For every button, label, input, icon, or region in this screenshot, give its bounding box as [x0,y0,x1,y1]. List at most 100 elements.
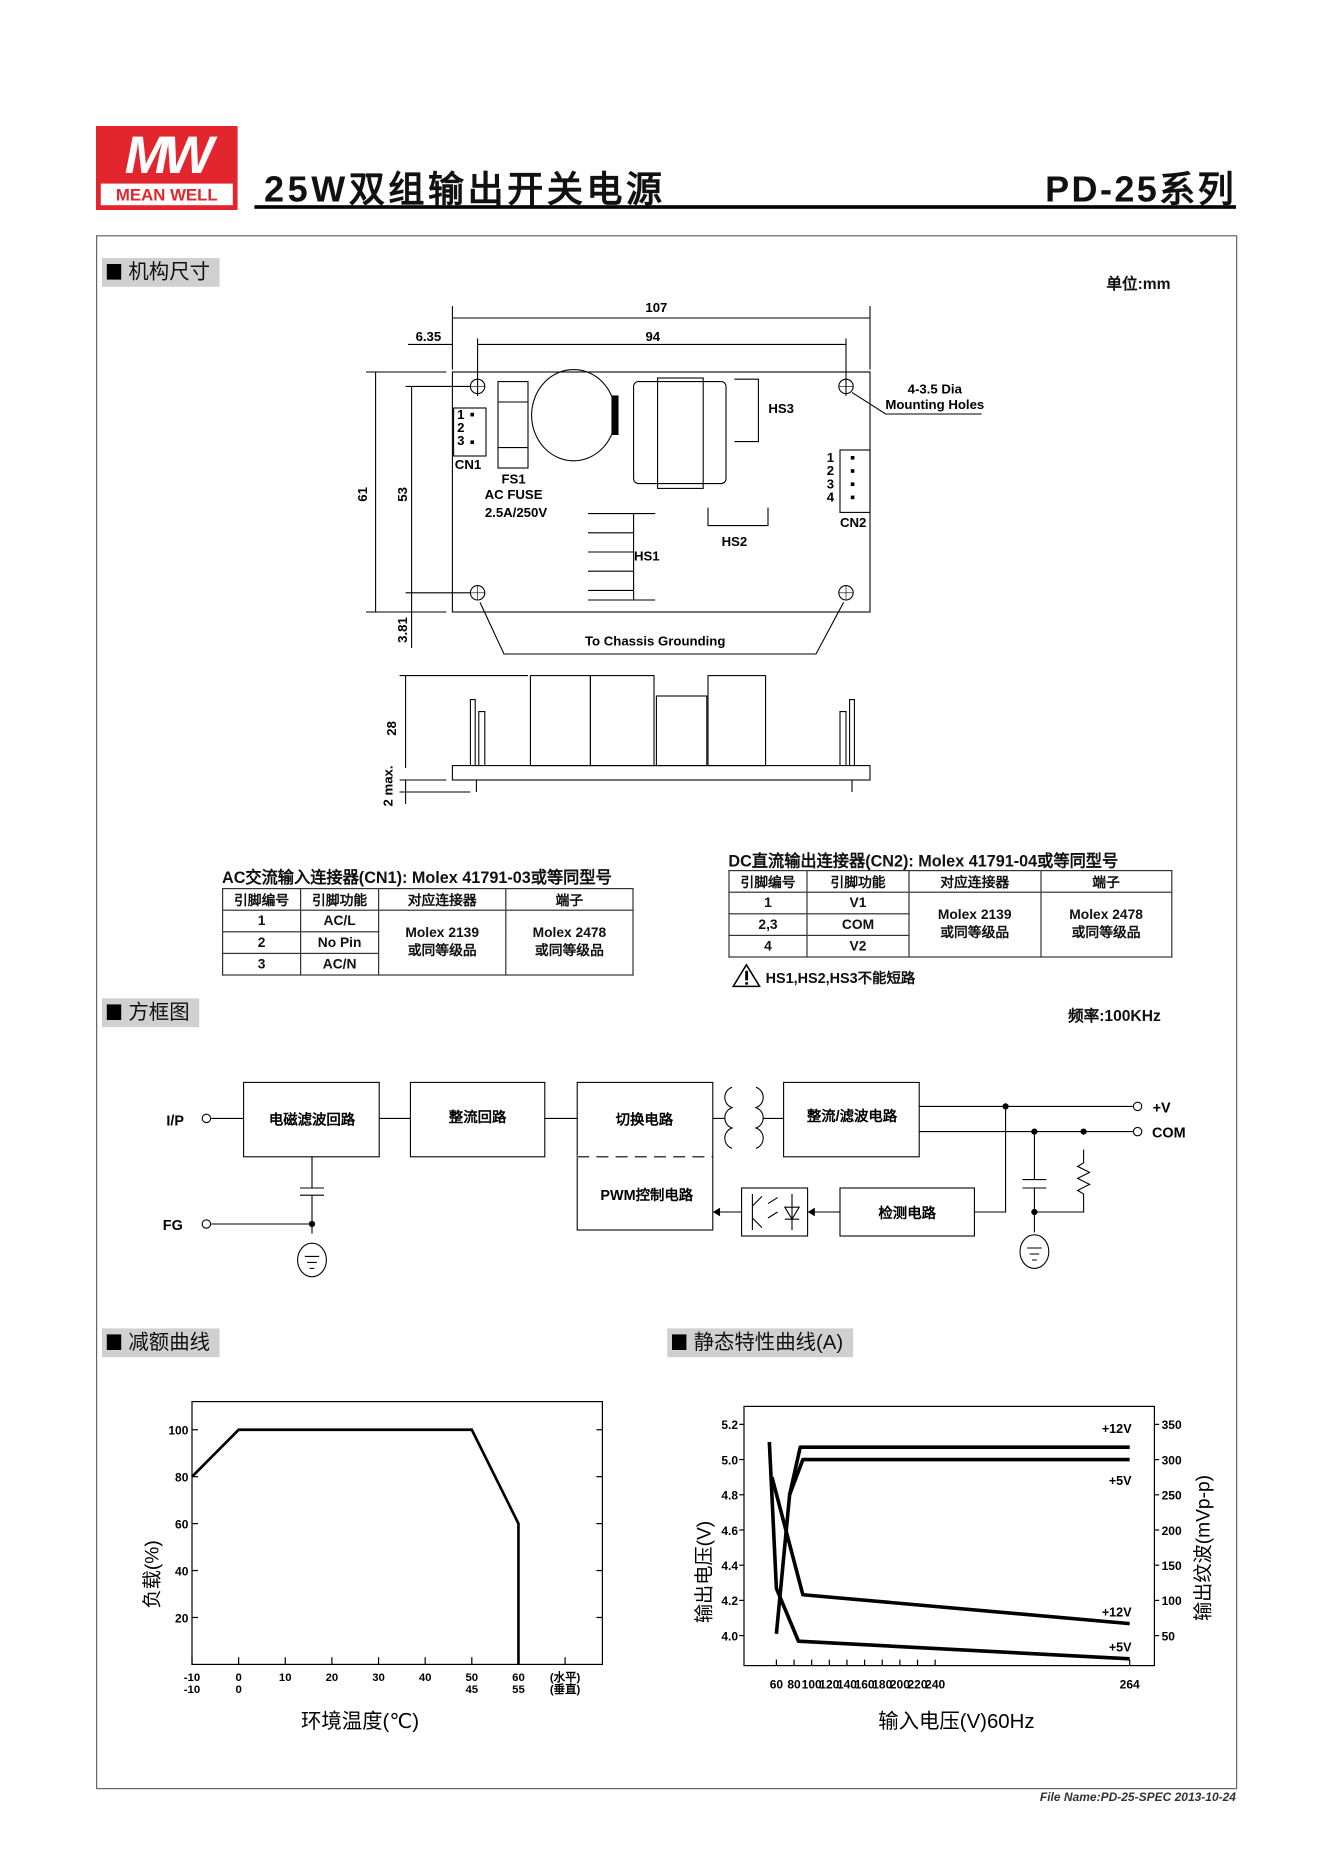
x-tick-label: 120 [819,1677,839,1691]
derating-line [191,1428,520,1665]
holes-label: Mounting Holes [885,397,984,412]
x-tick-label-row2: 0 [235,1684,241,1696]
x-tick-label: 160 [855,1677,875,1691]
dim-2max: 2 max. [380,765,395,806]
header-function: 引脚功能 [300,888,380,911]
header-pin-no: 引脚编号 [728,870,808,893]
x-tick-label: 100 [802,1677,822,1691]
capacitor [531,369,617,462]
mating-model: Molex 2139 [937,907,1012,923]
x-tick-label: 180 [872,1677,892,1691]
terminal-equivalent: 或同等级品 [534,943,604,959]
y-axis-label: 负载(%) [141,1540,163,1608]
mating-connector: Molex 2139 或同等级品 [908,891,1041,958]
dim-6-35: 6.35 [416,329,442,344]
hs2-label: HS2 [722,534,748,549]
mounting-holes [469,378,854,601]
section-title: 方框图 [128,1000,190,1024]
x-tick-label-row2: 55 [512,1684,525,1696]
hs3-label: HS3 [768,401,794,416]
warning-icon [731,963,761,994]
cn1-label: CN1 [455,457,481,472]
y-tick-label: 4.6 [721,1524,738,1538]
mean-well-logo: MW MEAN WELL [96,126,238,211]
detect-block [839,1187,975,1237]
dim-61: 61 [355,487,370,502]
cn2-connector [839,449,871,513]
plot-area [191,1401,604,1666]
y-tick-label: 40 [175,1564,189,1578]
y-axis-label: 输出电压(V) [693,1521,715,1623]
cn2-pin-label: 2 [827,463,834,478]
terminal-model: Molex 2478 [1069,907,1143,923]
unit-label: 单位:mm [1106,274,1171,293]
series-label: +12V [1102,1605,1132,1619]
pin-function: AC/L [300,909,380,933]
y-tick-label: 4.0 [721,1629,738,1643]
terminal-equivalent: 或同等级品 [1071,925,1141,941]
chassis-leader [479,602,845,655]
section-mechanical: 机构尺寸 [102,258,220,287]
y-right-tick-label: 250 [1162,1489,1182,1503]
junction-dots [308,1103,1087,1228]
y-right-tick-label: 200 [1162,1524,1182,1538]
cn2-label: CN2 [840,515,866,530]
file-name-footer: File Name:PD-25-SPEC 2013-10-24 [1039,1791,1236,1805]
content-frame [96,235,1238,1790]
x-tick-label: 40 [419,1672,432,1684]
cn1-pin-label: 3 [457,433,464,448]
series-label: +5V [1109,1474,1132,1488]
dim-3-81: 3.81 [395,617,410,643]
pin-no: 4 [728,934,808,958]
x-tick-label: 80 [787,1677,801,1691]
pin-function: V2 [806,934,910,958]
pin-function: AC/N [300,952,380,976]
x-tick-label-row2: 45 [465,1684,478,1696]
x-axis-label: 输入电压(V)60Hz [878,1710,1034,1733]
hs1-label: HS1 [634,548,660,563]
section-static: 静态特性曲线(A) [667,1328,853,1358]
x-tick-label: 10 [279,1672,292,1684]
mating-equivalent: 或同等级品 [940,925,1010,941]
y-right-tick-label: 100 [1162,1594,1182,1608]
x-axis-label: 环境温度(℃) [301,1710,419,1733]
plot-area [743,1405,1156,1667]
series-label: +5V [1109,1641,1132,1655]
x-tick-label: -10 [184,1672,200,1684]
pin-function: V1 [806,891,910,915]
series-line [767,1441,1130,1661]
y-right-tick-label: 150 [1162,1559,1182,1573]
output-rectifier-block [783,1081,920,1158]
fuse-rating: 2.5A/250V [485,505,548,520]
cn2-pin-marks [850,456,855,500]
y-tick-label: 20 [175,1611,189,1625]
rectifier-label: 整流回路 [449,1108,507,1126]
rectifier-block [409,1081,546,1158]
pin-no: 1 [728,891,808,915]
x-tick-label: 140 [837,1677,857,1691]
dim-28: 28 [384,721,399,736]
optocoupler [741,1187,809,1237]
series-line [770,1476,1130,1626]
cn2-pin-label: 3 [827,476,834,491]
vplus-label: +V [1153,1100,1171,1116]
header-mating: 对应连接器 [378,888,507,911]
mating-model: Molex 2139 [405,925,480,941]
x-tick-label: 0 [235,1672,241,1684]
hs1-heatsink [588,513,656,601]
dim-53: 53 [395,487,410,502]
section-title: 减额曲线 [128,1330,211,1354]
block-diagram [201,1081,1143,1278]
x-tick-label: 60 [770,1677,784,1691]
warning-text: HS1,HS2,HS3不能短路 [765,969,916,987]
x-tick-label-row2: (垂直) [550,1682,581,1696]
series-line [774,1445,1130,1635]
y-tick-label: 80 [175,1470,189,1484]
